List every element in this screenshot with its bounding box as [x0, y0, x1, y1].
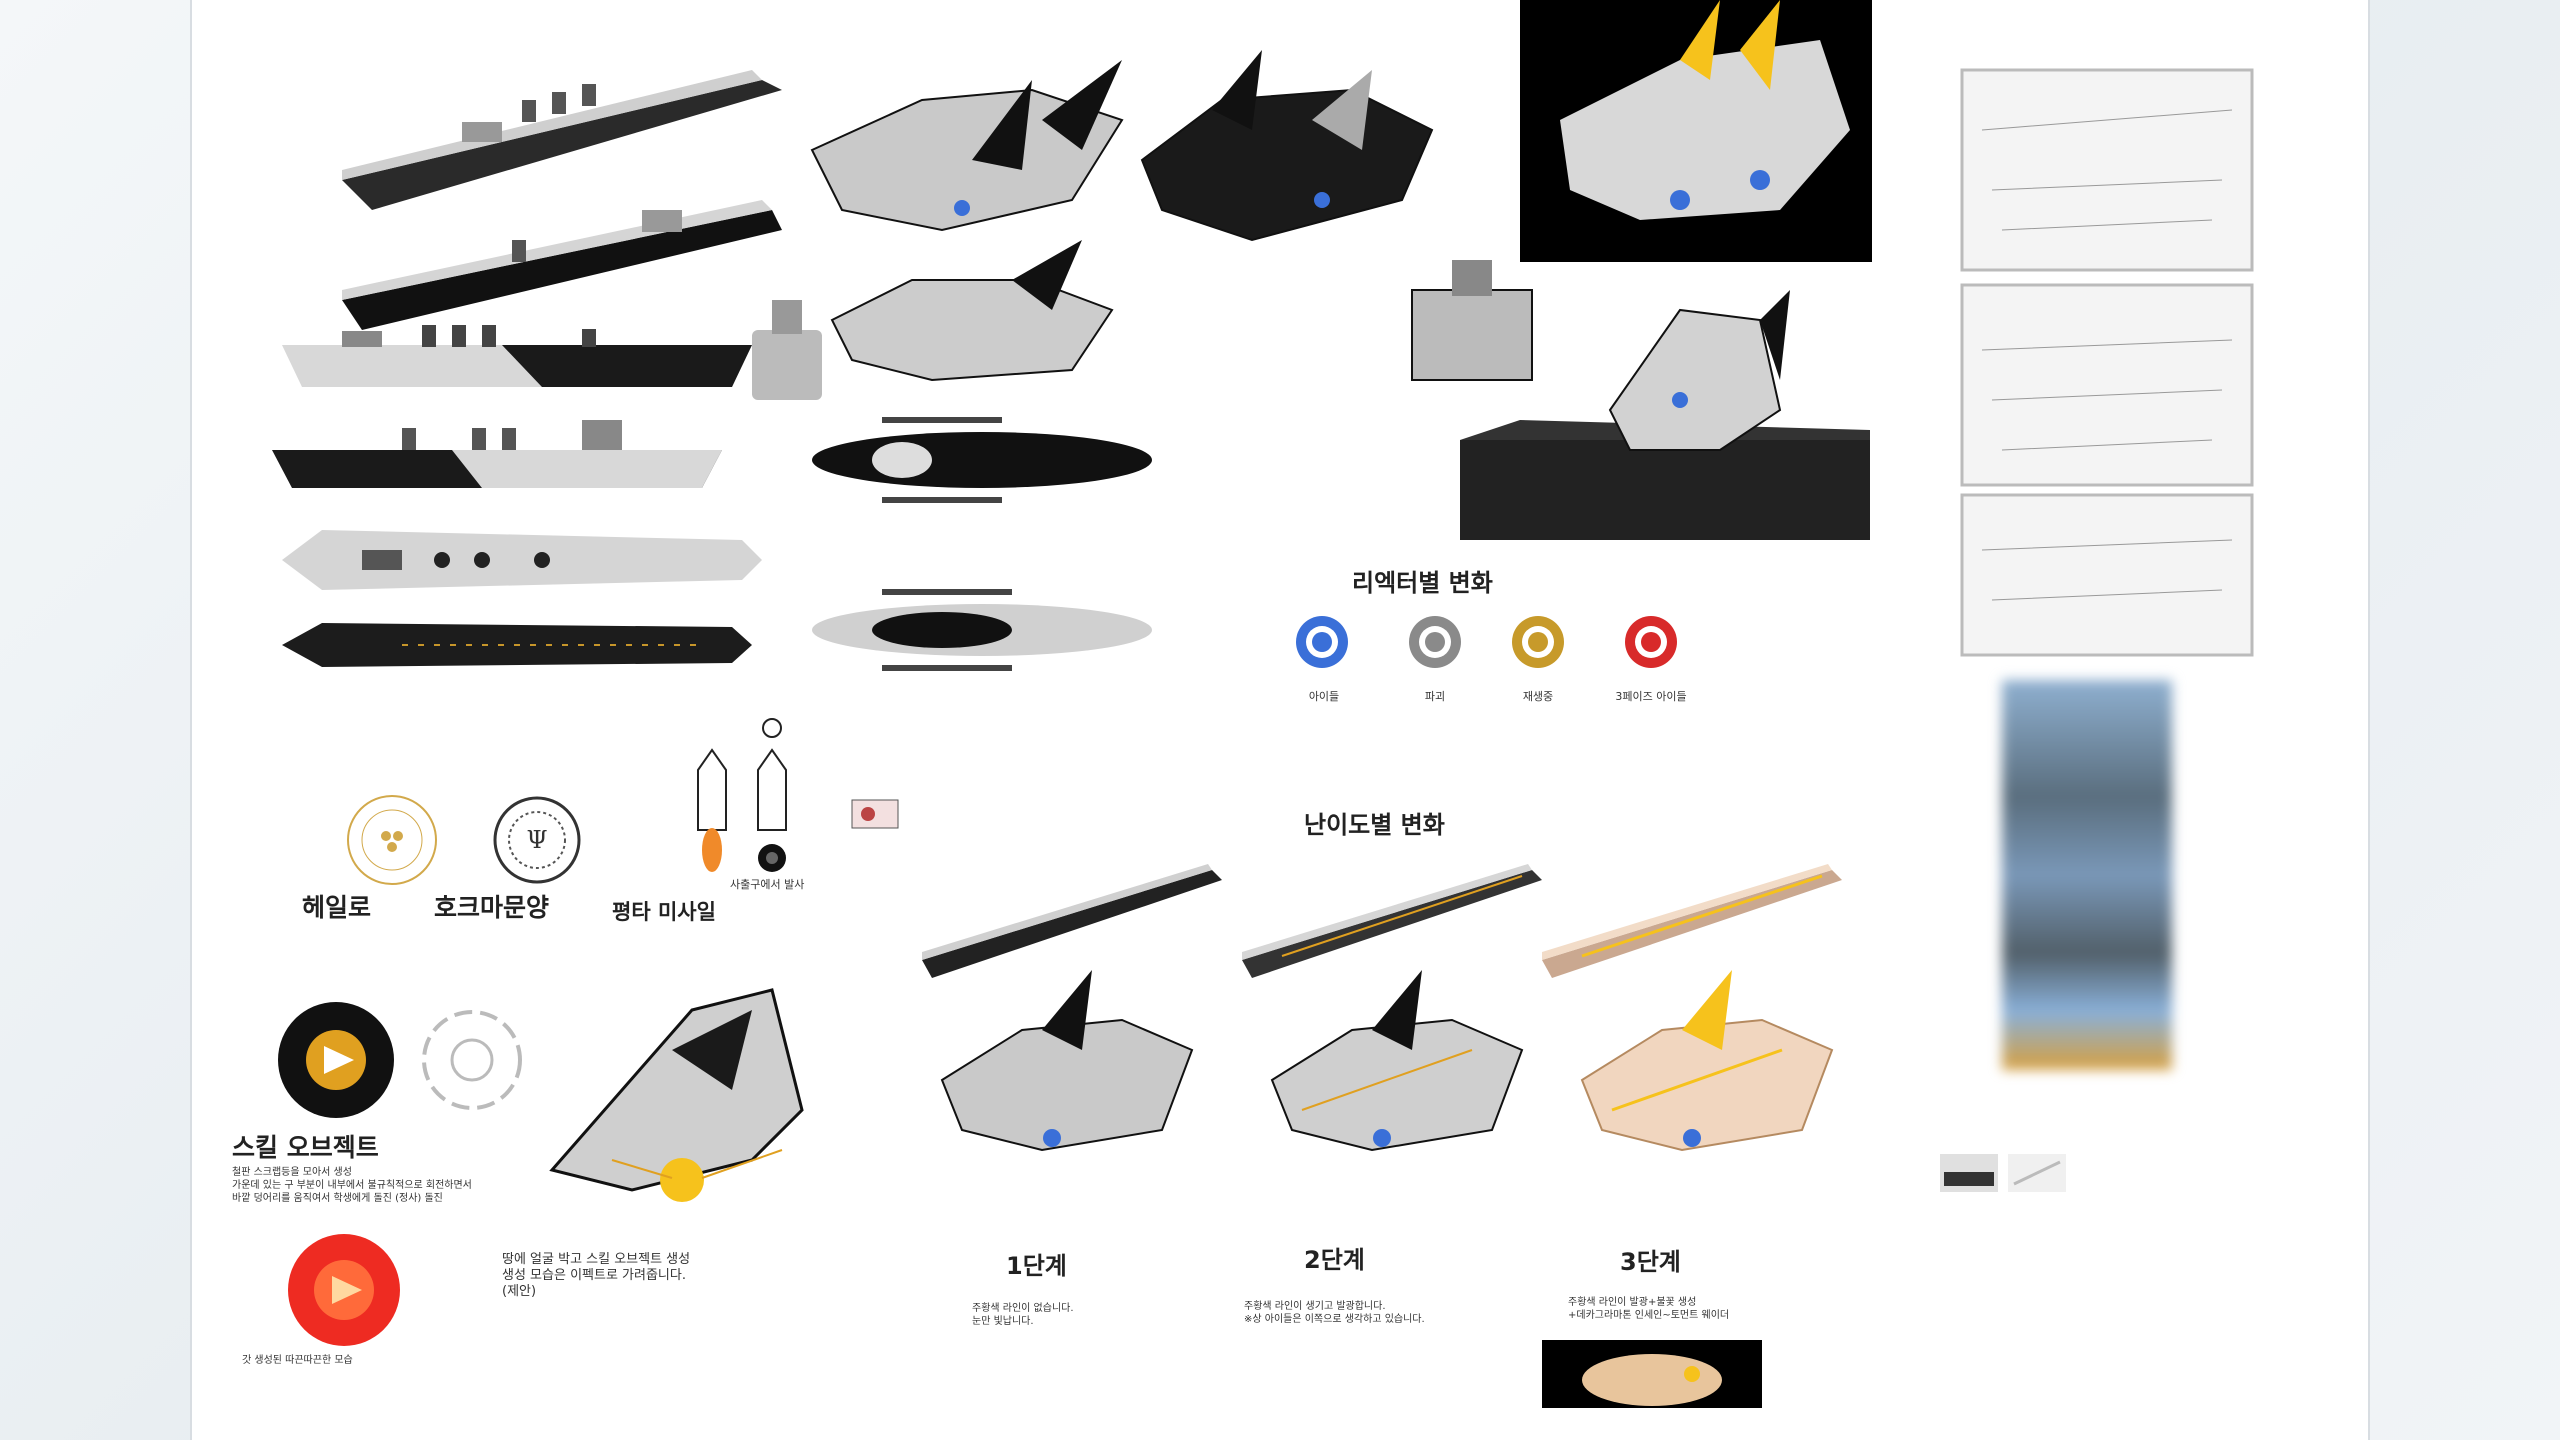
skill-title: 스킬 오브젝트: [232, 1133, 379, 1162]
skill-core-dark-icon: [278, 1002, 394, 1118]
skill-desc: 철판 스크랩등을 모아서 생성 가운데 있는 구 부분이 내부에서 불규칙적으로…: [232, 1167, 472, 1204]
skill-ground-desc: 땅에 얼굴 박고 스킬 오브젝트 생성 생성 모습은 이펙트로 가려줍니다. (…: [502, 1252, 691, 1299]
stage3-desc: 주황색 라인이 발광+불꽃 생성 +데카그라마톤 인세인~토먼트 웨이더: [1568, 1297, 1730, 1321]
stage3-ship: [1542, 864, 1842, 978]
stage1-ship: [922, 864, 1222, 978]
reactor-phase3-icon: [1625, 616, 1677, 668]
reactor-section-title: 리엑터별 변화: [1352, 569, 1493, 597]
difficulty-renders: [922, 864, 1842, 1152]
mech-bottom-view: [812, 589, 1152, 671]
ship-iso-top: [342, 70, 782, 210]
ship-top-dark: [282, 623, 752, 667]
robot-headdown-render: [549, 988, 804, 1202]
stage2-label: 2단계: [1304, 1246, 1365, 1274]
reactor-phase3-label: 3페이즈 아이들: [1615, 690, 1687, 703]
reactor-idle-icon: [1296, 616, 1348, 668]
skill-red-caption: 갓 생성된 따끈따끈한 모습: [242, 1355, 353, 1366]
missile-icon: [757, 718, 787, 872]
ship-top-light: [282, 530, 762, 590]
stage3-mech: [1580, 970, 1834, 1152]
svg-text:Ψ: Ψ: [526, 826, 547, 854]
hawk-emblem-label: 호크마문양: [434, 893, 550, 922]
ship-front-view: [752, 300, 822, 400]
ship-orthographic-views: [272, 70, 822, 667]
stage2-mech: [1270, 970, 1524, 1152]
mech-glow-render-dark: [1520, 0, 1872, 262]
stage1-label: 1단계: [1006, 1252, 1067, 1280]
mech-left-view: [810, 60, 1124, 232]
mech-right-view: [1140, 50, 1434, 242]
skill-core-red-icon: [288, 1234, 400, 1346]
stage1-desc: 주황색 라인이 없습니다. 눈만 빛납니다.: [972, 1303, 1074, 1327]
mech-top-view: [812, 417, 1152, 503]
stage1-mech: [940, 970, 1194, 1152]
concept-sheet: Ψ 헤일로 호크마문양 평타 미사일 사출구에서 발사: [192, 0, 2368, 1440]
mech-front-view: [1411, 260, 1533, 381]
mech-renders: [810, 50, 1533, 671]
reactor-destroyed-label: 파괴: [1424, 690, 1446, 703]
mech-side-view: [830, 240, 1114, 382]
reactor-regenerating-icon: [1512, 616, 1564, 668]
reactor-row: [1296, 616, 1677, 668]
reference-photos-blurred: [2002, 680, 2172, 1070]
reactor-destroyed-icon: [1409, 616, 1461, 668]
stage3-label: 3단계: [1620, 1248, 1681, 1276]
stage2-desc: 주황색 라인이 생기고 발광합니다. ※상 아이들은 이쪽으로 생각하고 있습니…: [1244, 1301, 1425, 1325]
stage3-effect-render: [1542, 1340, 1762, 1408]
ship-side-light: [282, 325, 752, 387]
halo-label: 헤일로: [302, 893, 372, 922]
halo-icon: [347, 795, 437, 885]
ship-iso-bottom: [342, 200, 782, 330]
missile-flame-icon: [697, 748, 727, 872]
small-thumbnails: [1940, 1154, 2066, 1192]
difficulty-section-title: 난이도별 변화: [1304, 811, 1445, 839]
missile-label: 평타 미사일: [612, 900, 716, 924]
symbols-group: Ψ: [347, 718, 899, 885]
reactor-idle-label: 아이들: [1308, 690, 1340, 703]
ship-side-dark: [272, 420, 722, 488]
skill-object-art: [278, 988, 804, 1346]
skill-core-sketch-icon: [422, 1010, 522, 1110]
stage2-ship: [1242, 864, 1542, 978]
launch-port-icon: [851, 799, 899, 829]
launch-port-label: 사출구에서 발사: [730, 878, 805, 891]
hawk-emblem-icon: Ψ: [493, 796, 581, 884]
reactor-regenerating-label: 재생중: [1522, 690, 1554, 703]
blueprint-references: [1960, 68, 2254, 657]
mech-scene-render: [1460, 290, 1870, 540]
